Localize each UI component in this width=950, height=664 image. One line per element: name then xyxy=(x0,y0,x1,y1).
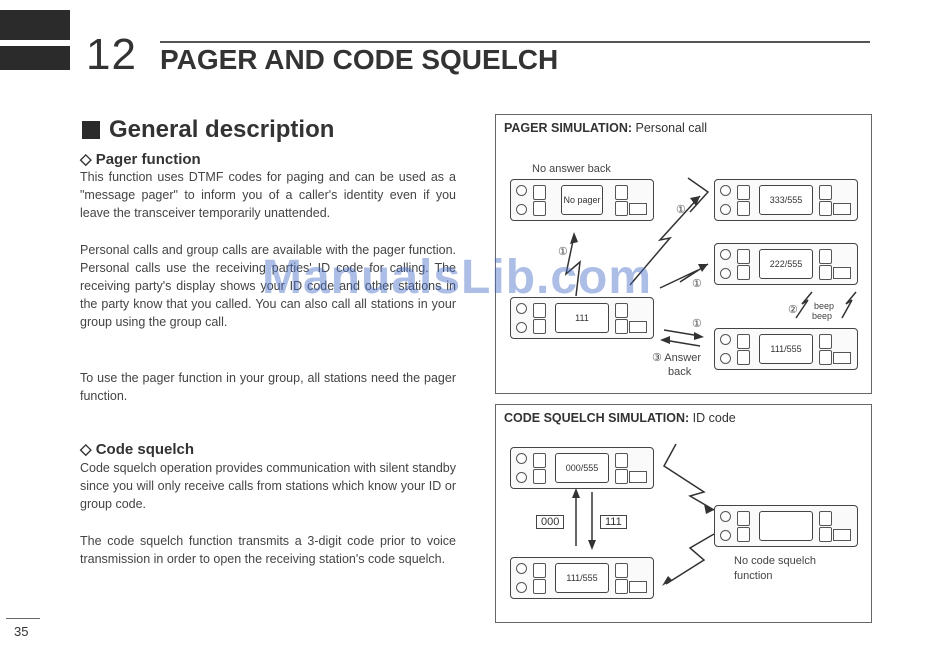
code-box-111: 111 xyxy=(600,515,627,529)
no-code-squelch-line-2: function xyxy=(734,570,773,582)
radio-top-000: 000/555 xyxy=(510,447,654,489)
code-squelch-paragraph-1: Code squelch operation provides communic… xyxy=(80,461,456,511)
lcd-000-555: 000/555 xyxy=(555,453,609,483)
step-3-label: ③ Answer xyxy=(652,352,701,364)
beep-label-2: beep xyxy=(812,311,833,321)
no-answer-back-label: No answer back xyxy=(532,163,611,175)
code-squelch-simulation-panel: CODE SQUELCH SIMULATION: ID code 000/555… xyxy=(495,404,872,623)
squelch-panel-title: CODE SQUELCH SIMULATION: ID code xyxy=(504,411,736,425)
arrowhead-squelch-top xyxy=(704,504,714,514)
page-number-rule xyxy=(6,618,40,619)
zigzag-to-333 xyxy=(629,195,701,286)
arrowhead-squelch-down xyxy=(588,540,596,550)
squelch-panel-title-rest: ID code xyxy=(689,411,736,425)
zigzag-to-222 xyxy=(659,263,709,289)
no-code-squelch-line-1: No code squelch xyxy=(734,555,816,567)
lcd-blank xyxy=(759,511,813,541)
lcd-111-555: 111/555 xyxy=(759,334,813,364)
step-1-label-low: ① xyxy=(692,318,702,330)
section-heading: General description xyxy=(82,116,334,144)
lcd-222-555: 222/555 xyxy=(759,249,813,279)
step-1-label-mid: ① xyxy=(692,278,702,290)
zigzag-beep xyxy=(795,291,813,319)
radio-receiver-333: 333/555 xyxy=(714,179,858,221)
lcd-333-555: 333/555 xyxy=(759,185,813,215)
chapter-tab-bottom xyxy=(0,46,70,70)
pager-function-paragraph-2: Personal calls and group calls are avail… xyxy=(80,243,456,329)
pager-function-heading: ◇ Pager function xyxy=(80,151,201,168)
radio-transmitter: 111 xyxy=(510,297,654,339)
section-title: General description xyxy=(109,116,335,143)
pager-function-paragraph-3: To use the pager function in your group,… xyxy=(80,371,456,403)
zigzag-squelch-bottom xyxy=(665,533,715,585)
radio-bottom-111: 111/555 xyxy=(510,557,654,599)
watermark: ManualsLib.com xyxy=(262,251,653,304)
pager-panel-title-bold: PAGER SIMULATION: xyxy=(504,121,633,135)
arrowhead-222 xyxy=(698,264,708,272)
code-squelch-paragraph-2: The code squelch function transmits a 3-… xyxy=(80,534,456,566)
radio-receiver-111: 111/555 xyxy=(714,328,858,370)
arrowhead-up-left xyxy=(570,232,578,244)
arrowhead-answer-2 xyxy=(660,336,670,344)
code-box-000: 000 xyxy=(536,515,565,529)
chapter-tab-top xyxy=(0,10,70,40)
lcd-no-pager: No pager xyxy=(561,185,603,215)
title-rule xyxy=(160,41,870,43)
zigzag-up-left xyxy=(564,235,581,297)
pager-function-paragraph-1: This function uses DTMF codes for paging… xyxy=(80,170,456,220)
pager-panel-title-rest: Personal call xyxy=(632,121,708,135)
pager-simulation-panel: PAGER SIMULATION: Personal call No answe… xyxy=(495,114,872,394)
section-square-icon xyxy=(82,121,100,139)
squelch-panel-title-bold: CODE SQUELCH SIMULATION: xyxy=(504,411,690,425)
chapter-number: 12 xyxy=(86,30,137,79)
page-number: 35 xyxy=(14,624,29,639)
radio-receiver-222: 222/555 xyxy=(714,243,858,285)
back-label: back xyxy=(668,366,692,378)
arrowhead-squelch-bottom xyxy=(662,576,672,586)
zigzag-squelch-top xyxy=(663,443,715,511)
radio-no-code-squelch xyxy=(714,505,858,547)
arrowhead-squelch-up xyxy=(572,488,580,498)
pager-panel-title: PAGER SIMULATION: Personal call xyxy=(504,121,707,135)
code-squelch-heading: ◇ Code squelch xyxy=(80,441,195,458)
step-2-label: ② xyxy=(788,304,798,316)
zigzag-beep-2 xyxy=(841,291,857,319)
lcd-111-555-b: 111/555 xyxy=(555,563,609,593)
chapter-title: PAGER AND CODE SQUELCH xyxy=(160,44,559,75)
arrowhead-answer xyxy=(694,332,704,340)
step-1-label-left: ① xyxy=(558,246,568,258)
arrowhead-333 xyxy=(690,196,700,206)
step-1-label-top: ① xyxy=(676,204,686,216)
radio-no-pager: No pager xyxy=(510,179,654,221)
lcd-111: 111 xyxy=(555,303,609,333)
beep-label-1: beep xyxy=(814,301,835,311)
